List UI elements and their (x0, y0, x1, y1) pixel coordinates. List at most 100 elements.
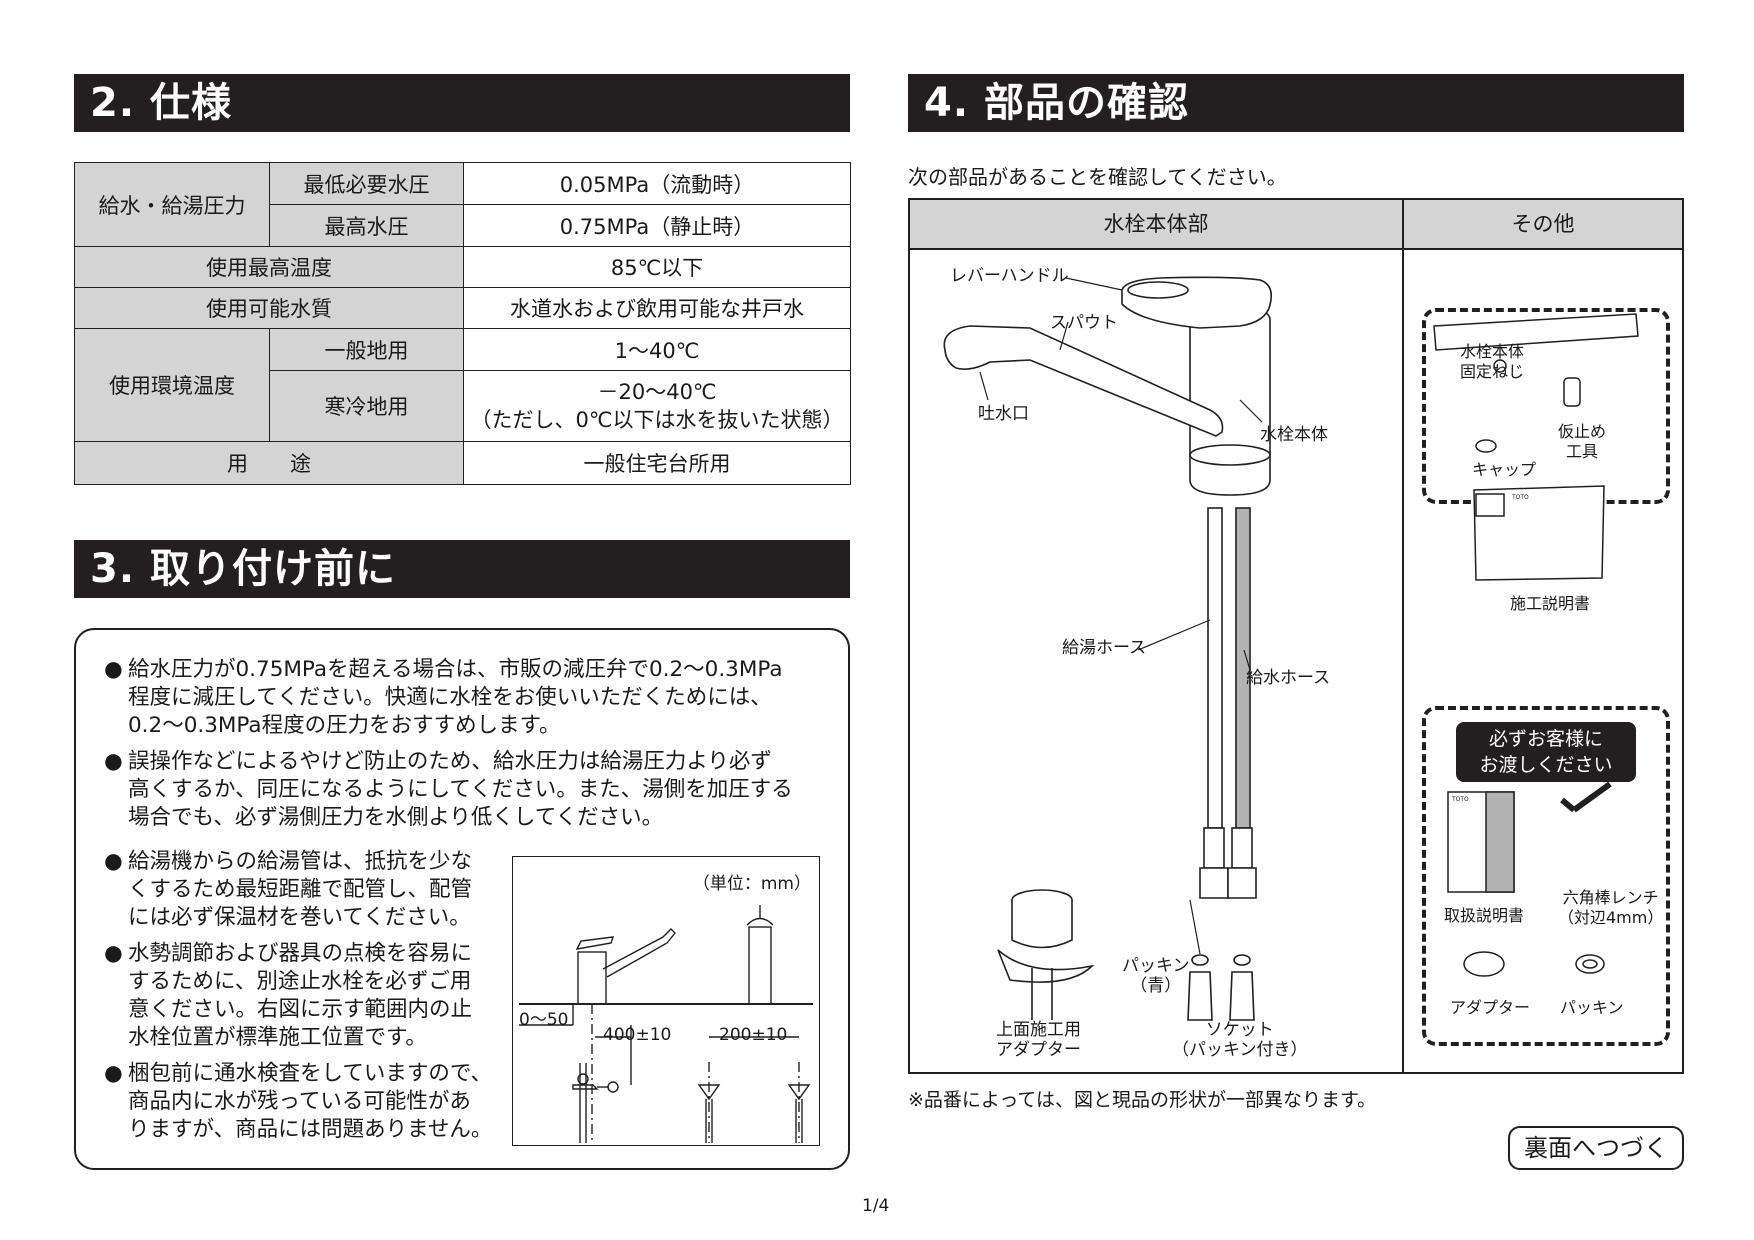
section2-title: 2. 仕様 (74, 74, 850, 132)
spec-table: 給水・給湯圧力 最低必要水圧 0.05MPa（流動時） 最高水圧 0.75MPa… (74, 162, 851, 485)
parts-intro: 次の部品があることを確認してください。 (908, 165, 1287, 189)
label-socket: ソケット （パッキン付き） (1172, 1020, 1308, 1060)
before-install-box: ● 給水圧力が0.75MPaを超える場合は、市販の減圧弁で0.2～0.3MPa … (74, 628, 850, 1170)
water-quality-value: 水道水および飲用可能な井戸水 (463, 287, 851, 329)
col-header-other: その他 (1404, 200, 1682, 250)
water-quality-label: 使用可能水質 (74, 287, 464, 329)
section2-title-text: 2. 仕様 (90, 80, 232, 126)
min-pressure-value: 0.05MPa（流動時） (463, 162, 851, 205)
label-adapter: アダプター (1450, 998, 1531, 1017)
note-3-line: 給湯機からの給湯管は、抵抗を少な (128, 849, 473, 874)
label-hex-wrench: 六角棒レンチ （対辺4mm） (1558, 888, 1663, 928)
note-4-line: するために、別途止水栓を必ずご用 (128, 969, 472, 994)
note-1: ● 給水圧力が0.75MPaを超える場合は、市販の減圧弁で0.2～0.3MPa … (104, 656, 783, 740)
label-hot-hose: 給湯ホース (1062, 638, 1147, 658)
note-2-line: 高くするか、同圧になるようにしてください。また、湯側を加圧する (128, 777, 793, 802)
note-3-line: くするため最短距離で配管し、配管 (128, 877, 473, 902)
label-socket-1: ソケット (1205, 1020, 1274, 1040)
customer-notice-1: 必ずお客様に (1488, 728, 1603, 750)
note-5-line: りますが、商品には問題ありません。 (128, 1117, 493, 1142)
note-5-line: 梱包前に通水検査をしていますので、 (128, 1061, 492, 1086)
install-drawing (519, 905, 813, 1143)
label-temp-tool-2: 工具 (1566, 442, 1599, 461)
label-outlet: 吐水口 (978, 404, 1029, 424)
footnote: ※品番によっては、図と現品の形状が一部異なります。 (908, 1089, 1377, 1111)
bullet: ● (104, 941, 123, 966)
note-2: ● 誤操作などによるやけど防止のため、給水圧力は給湯圧力より必ず 高くするか、同… (104, 748, 793, 832)
env-temp-label: 使用環境温度 (74, 328, 270, 442)
cold-area-range: －20～40℃ (597, 380, 717, 404)
col-divider (1402, 248, 1404, 1072)
label-fix-screw: 水栓本体 固定ねじ (1460, 342, 1524, 382)
label-fix-screw-1: 水栓本体 (1460, 342, 1525, 361)
note-3-line: には必ず保温材を巻いてください。 (128, 905, 471, 930)
manual-brand: TOTO (1452, 796, 1469, 803)
label-hex-wrench-2: （対辺4mm） (1558, 908, 1664, 927)
customer-notice-2: お渡しください (1479, 754, 1613, 776)
dim-height: 400±10 (603, 1025, 672, 1045)
note-1-line: 程度に減圧してください。快適に水栓をお使いいただくためには、 (128, 685, 772, 710)
note-2-line: 誤操作などによるやけど防止のため、給水圧力は給湯圧力より必ず (128, 749, 772, 774)
cold-area-note: （ただし、0℃以下は水を抜いた状態） (470, 408, 844, 432)
section4-title-text: 4. 部品の確認 (924, 80, 1189, 126)
general-area-value: 1～40℃ (463, 328, 851, 371)
label-spout: スパウト (1050, 313, 1118, 333)
label-cold-hose: 給水ホース (1246, 668, 1331, 688)
label-top-adapter: 上面施工用 アダプター (996, 1020, 1081, 1060)
parts-table: 水栓本体部 その他 (908, 198, 1684, 1074)
label-temp-tool-1: 仮止め (1558, 422, 1607, 441)
page-number: 1/4 (862, 1196, 890, 1216)
bullet: ● (104, 1061, 123, 1086)
col-header-main: 水栓本体部 (910, 200, 1404, 250)
label-top-adapter-2: アダプター (996, 1040, 1081, 1060)
max-temp-value: 85℃以下 (463, 246, 851, 288)
section4-title: 4. 部品の確認 (908, 74, 1684, 132)
bullet: ● (104, 749, 123, 774)
other-parts-drawing (1433, 313, 1639, 977)
usage-value: 一般住宅台所用 (463, 441, 851, 485)
note-5: ● 梱包前に通水検査をしていますので、 商品内に水が残っている可能性があ ります… (104, 1060, 492, 1144)
note-4-line: 水栓位置が標準施工位置です。 (128, 1025, 427, 1050)
min-pressure-label: 最低必要水圧 (269, 162, 464, 205)
label-temp-tool: 仮止め 工具 (1558, 422, 1606, 462)
label-fix-screw-2: 固定ねじ (1460, 362, 1525, 381)
label-packing-blue-1: パッキン (1122, 956, 1190, 976)
note-4-line: 水勢調節および器具の点検を容易に (128, 941, 473, 966)
install-position-diagram: （単位：mm） (512, 856, 820, 1146)
label-packing: パッキン (1560, 998, 1624, 1017)
usage-label: 用 途 (74, 441, 464, 485)
cold-area-label: 寒冷地用 (269, 370, 464, 442)
label-socket-2: （パッキン付き） (1172, 1040, 1308, 1060)
note-4-line: 意ください。右図に示す範囲内の止 (128, 997, 473, 1022)
continue-text: 裏面へつづく (1524, 1134, 1668, 1162)
faucet-drawing (943, 276, 1273, 1021)
max-pressure-label: 最高水圧 (269, 204, 464, 247)
customer-notice: 必ずお客様に お渡しください (1456, 722, 1636, 782)
label-install-manual: 施工説明書 (1510, 594, 1591, 613)
label-body: 水栓本体 (1260, 425, 1328, 445)
bullet: ● (104, 657, 123, 682)
label-lever: レバーハンドル (950, 266, 1069, 286)
max-pressure-value: 0.75MPa（静止時） (463, 204, 851, 247)
note-1-line: 0.2～0.3MPa程度の圧力をおすすめします。 (128, 713, 561, 738)
note-3: ● 給湯機からの給湯管は、抵抗を少な くするため最短距離で配管し、配管 には必ず… (104, 848, 472, 932)
max-temp-label: 使用最高温度 (74, 246, 464, 288)
general-area-label: 一般地用 (269, 328, 464, 371)
continue-badge: 裏面へつづく (1508, 1126, 1684, 1170)
note-1-line: 給水圧力が0.75MPaを超える場合は、市販の減圧弁で0.2～0.3MPa (128, 657, 783, 682)
section3-title: 3. 取り付け前に (74, 540, 850, 598)
pressure-group-label: 給水・給湯圧力 (74, 162, 270, 247)
label-manual: 取扱説明書 (1444, 906, 1525, 925)
label-packing-blue: パッキン （青） (1122, 956, 1190, 996)
label-packing-blue-2: （青） (1130, 976, 1182, 996)
note-5-line: 商品内に水が残っている可能性があ (128, 1089, 471, 1114)
dim-spacing: 200±10 (719, 1025, 788, 1045)
label-top-adapter-1: 上面施工用 (996, 1020, 1081, 1040)
label-hex-wrench-1: 六角棒レンチ (1562, 888, 1659, 907)
note-4: ● 水勢調節および器具の点検を容易に するために、別途止水栓を必ずご用 意くださ… (104, 940, 472, 1052)
note-2-line: 場合でも、必ず湯側圧力を水側より低くしてください。 (128, 805, 664, 830)
unit-label: （単位：mm） (692, 874, 811, 894)
install-manual-brand: TOTO (1512, 494, 1529, 501)
dim-offset: 0～50 (519, 1010, 569, 1030)
section3-title-text: 3. 取り付け前に (90, 546, 396, 592)
